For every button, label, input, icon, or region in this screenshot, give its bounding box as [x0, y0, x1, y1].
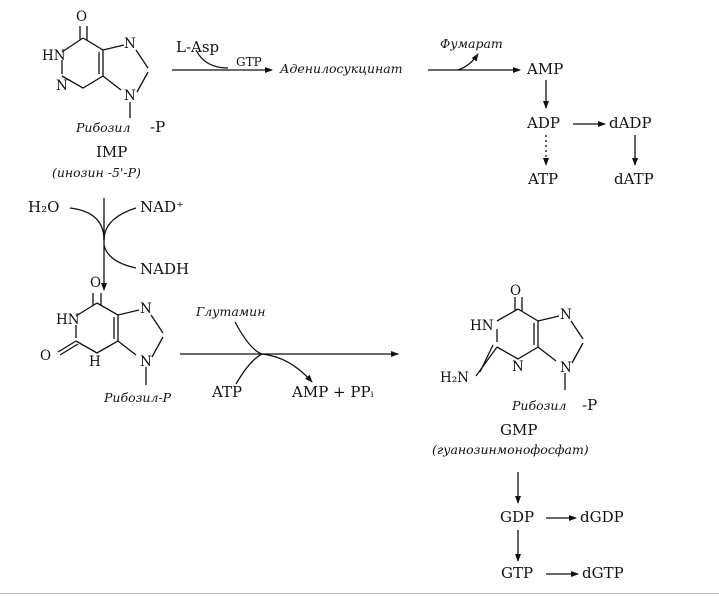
nad-label: NAD⁺: [140, 198, 184, 216]
bottom-rule: [0, 593, 719, 594]
gmp-ribosyl: Рибозил: [512, 398, 567, 413]
amp-label: AMP: [527, 60, 564, 78]
amp-ppi-label: AMP + PPᵢ: [292, 383, 374, 401]
glutamine-label: Глутамин: [196, 304, 266, 319]
gmp-atom-n-top: N: [560, 307, 572, 323]
imp-ribosyl: Рибозил: [76, 120, 131, 135]
nadh-label: NADH: [140, 260, 190, 278]
gmp-atom-o: O: [510, 283, 522, 299]
adp-label: ADP: [527, 114, 560, 132]
datp-label: dATP: [614, 170, 654, 188]
fumarate-label: Фумарат: [440, 36, 503, 51]
gmp-full-name: (гуанозинмонофосфат): [432, 442, 589, 457]
h2o-label: H₂O: [28, 198, 60, 216]
gtp-cofactor-label: GTP: [236, 55, 262, 69]
gmp-atom-hn: HN: [470, 318, 494, 334]
gmp-atom-n-right: N: [560, 360, 572, 376]
gmp-phosphate: -P: [582, 396, 598, 414]
xmp-atom-hn: HN: [56, 312, 80, 328]
gmp-name: GMP: [500, 421, 538, 439]
gmp-structure: [475, 297, 584, 390]
amination-atp-label: ATP: [212, 383, 243, 401]
xmp-structure: [57, 293, 164, 385]
gmp-atom-n-left: N: [512, 359, 524, 375]
imp-name: IMP: [96, 143, 128, 161]
imp-atom-n-right: N: [124, 88, 136, 104]
xmp-atom-o-left: O: [40, 348, 52, 364]
imp-atom-n-left: N: [56, 78, 68, 94]
dadp-label: dADP: [609, 114, 652, 132]
xmp-atom-h-bottom: H: [89, 354, 101, 370]
dgtp-label: dGTP: [582, 564, 624, 582]
atp-label: ATP: [528, 170, 559, 188]
imp-structure: [61, 26, 149, 118]
gtp-label: GTP: [501, 564, 534, 582]
l-asp-label: L-Asp: [176, 38, 220, 56]
xmp-atom-o-top: O: [90, 275, 102, 291]
gdp-label: GDP: [500, 508, 535, 526]
imp-atom-hn: HN: [42, 48, 66, 64]
dgdp-label: dGDP: [580, 508, 624, 526]
xmp-ribosyl: Рибозил-P: [104, 390, 172, 405]
imp-atom-n-top: N: [124, 36, 136, 52]
xmp-atom-n-top: N: [140, 301, 152, 317]
xmp-atom-n-right: N: [140, 354, 152, 370]
gmp-atom-h2n: H₂N: [440, 370, 469, 386]
adenylosuccinate-label: Аденилосукцинат: [280, 61, 403, 76]
imp-phosphate: -P: [150, 118, 166, 136]
imp-atom-o: O: [76, 9, 88, 25]
imp-full-name: (инозин -5'-P): [52, 165, 141, 180]
